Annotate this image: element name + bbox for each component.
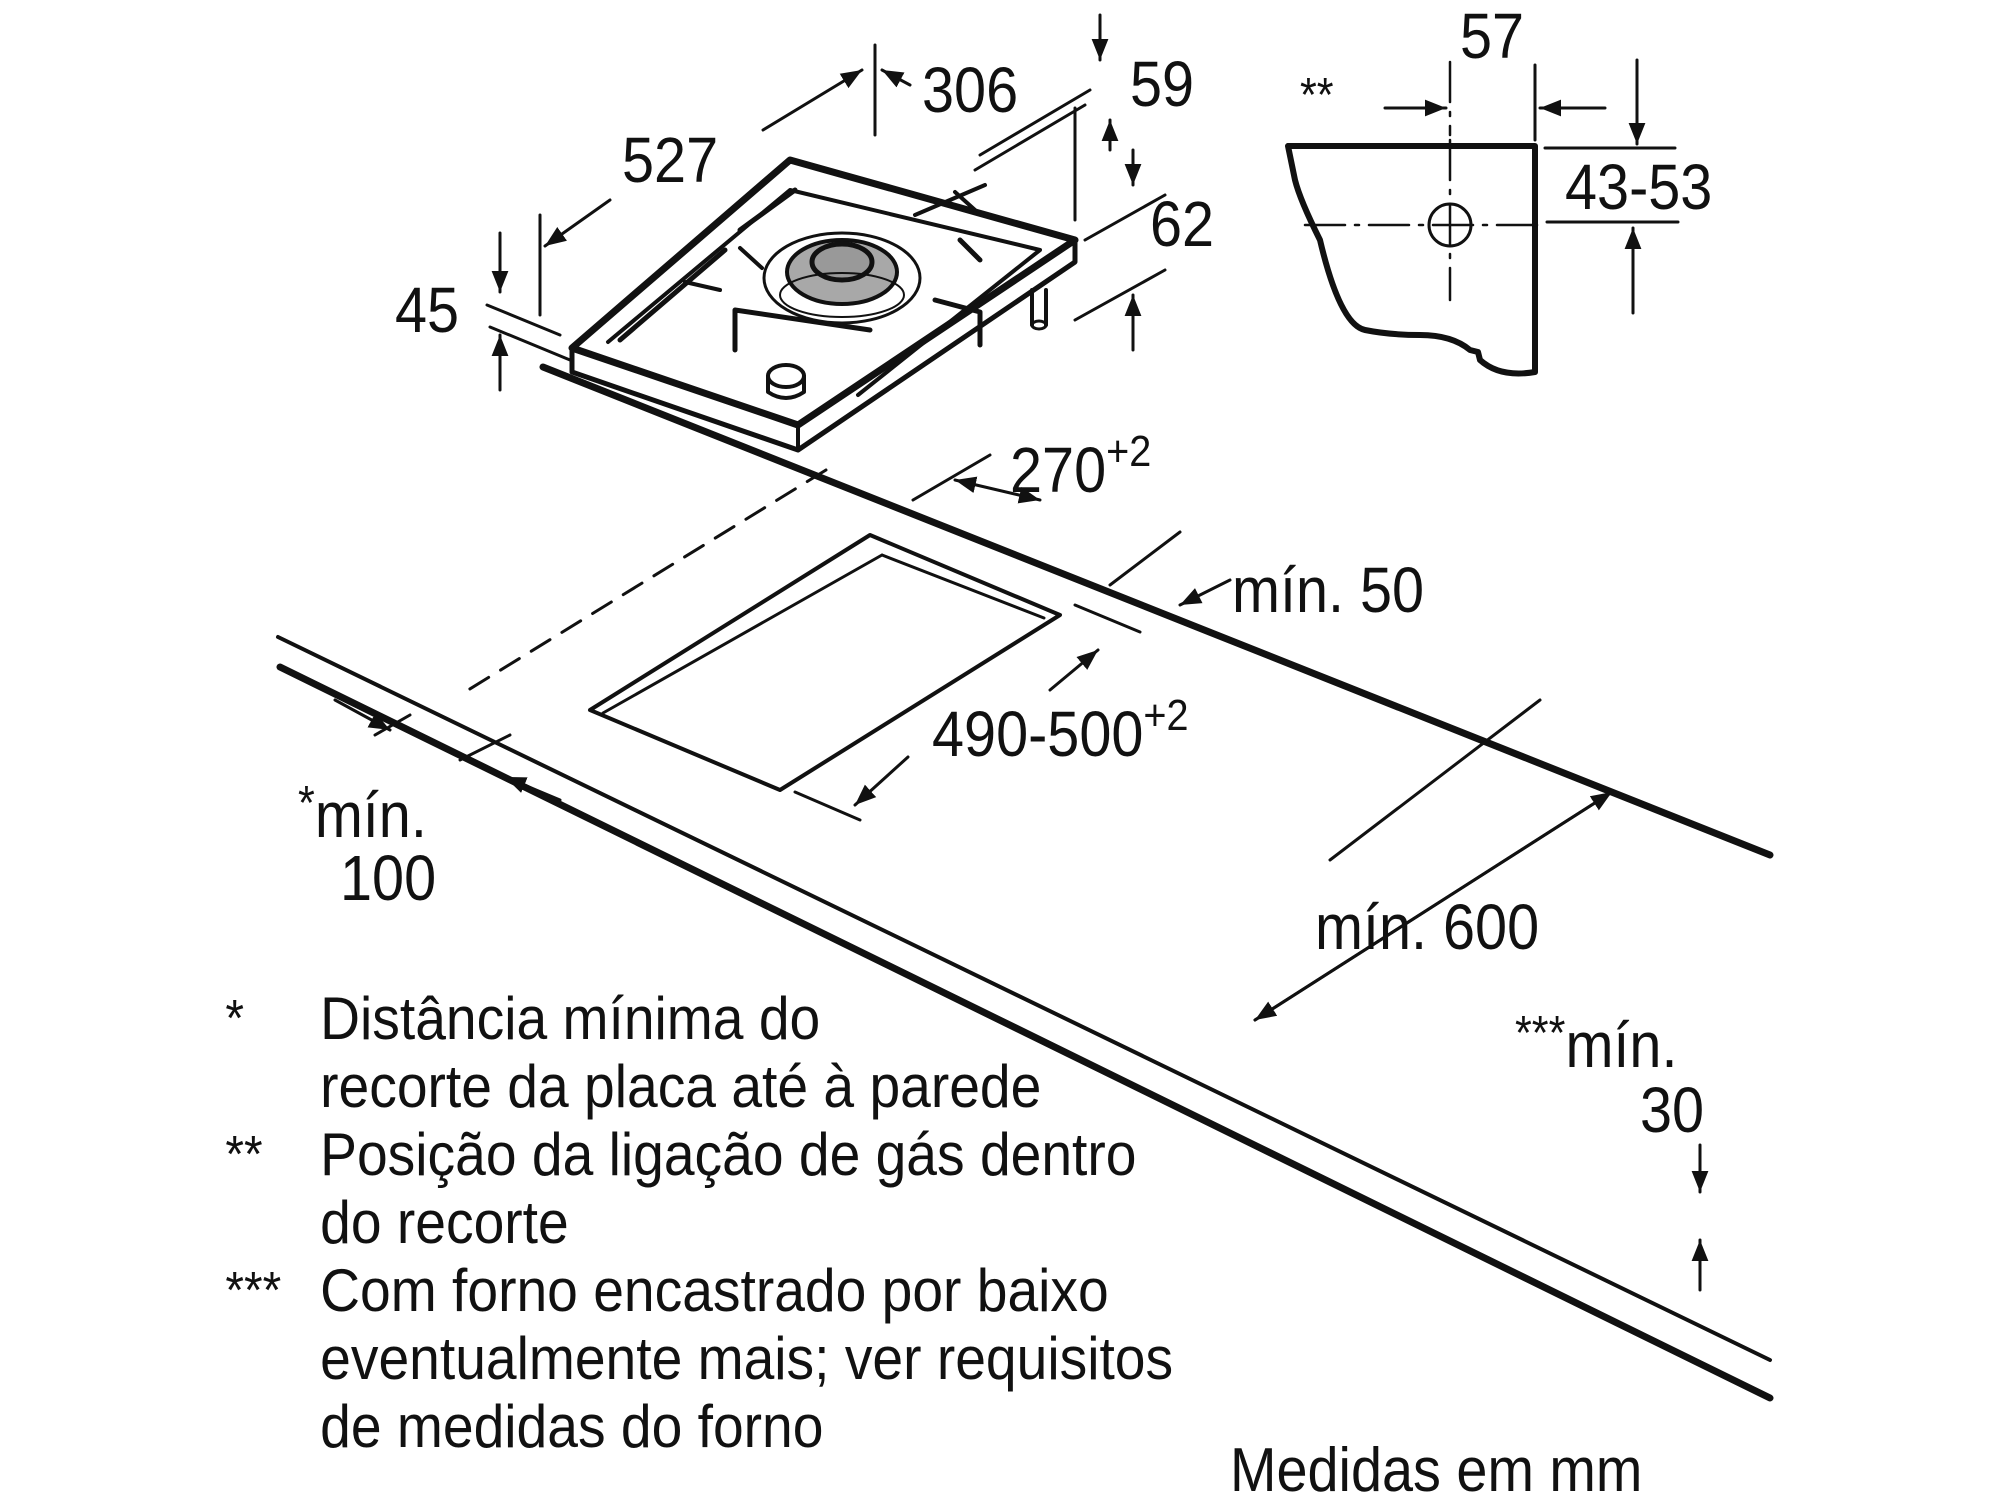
gas-connection-detail [1285,58,1680,377]
dim-burner-59: 59 [1130,48,1195,120]
units-note: Medidas em mm [1230,1436,1643,1505]
dim-width-306: 306 [922,54,1019,126]
dim-min-wall: *mín. [298,777,427,848]
footnote-3: *** Com forno encastrado por baixo event… [0,1257,1380,1467]
dim-min-wall-value: 100 [340,842,437,914]
dim-gas-57: 57 [1460,0,1525,72]
cutout-depth-tolerance: +2 [1143,691,1189,740]
footnote-2-line-2: do recorte [320,1189,569,1256]
footnote-3-line-3: de medidas do forno [320,1393,824,1460]
cutout-depth-value: 490-500 [932,698,1144,770]
min-thickness-marker: *** [1515,1007,1566,1060]
dim-min-back: mín. 50 [1232,554,1425,626]
dim-min-worktop-depth: mín. 600 [1315,891,1540,963]
min-wall-label: mín. [314,779,427,851]
footnote-1: * Distância mínima do recorte da placa a… [0,985,1380,1125]
footnote-3-line-2: eventualmente mais; ver requisitos [320,1325,1174,1392]
cutout-dimension-lines [333,453,1709,1292]
hob-dimension-lines [485,13,1167,392]
gas-detail-marker: ** [1300,69,1334,122]
footnote-3-line-1: Com forno encastrado por baixo [320,1257,1109,1324]
dim-underside-62: 62 [1150,188,1215,260]
footnote-1-line-2: recorte da placa até à parede [320,1053,1042,1120]
footnote-2-mark: ** [225,1126,263,1184]
dim-gas-43-53: 43-53 [1565,151,1713,223]
dim-height-45: 45 [395,274,460,346]
footnote-2-line-1: Posição da ligação de gás dentro [320,1121,1137,1188]
hob-appliance [568,156,1079,453]
dim-depth-527: 527 [622,124,719,196]
dim-min-thickness-value: 30 [1640,1074,1705,1146]
dim-cutout-depth: 490-500+2 [932,691,1189,767]
footnote-1-mark: * [225,990,245,1048]
footnote-3-mark: *** [225,1262,282,1320]
footnote-2: ** Posição da ligação de gás dentro do r… [0,1121,1380,1261]
min-thickness-label: mín. [1565,1009,1678,1081]
dim-cutout-width: 270+2 [1010,427,1152,503]
footnote-1-line-1: Distância mínima do [320,985,821,1052]
dim-min-thickness: ***mín. [1515,1007,1677,1078]
cutout [458,468,1062,792]
worktop [276,363,1774,1402]
cutout-width-tolerance: +2 [1106,427,1152,476]
cutout-width-value: 270 [1010,434,1107,506]
min-wall-marker: * [298,777,315,830]
